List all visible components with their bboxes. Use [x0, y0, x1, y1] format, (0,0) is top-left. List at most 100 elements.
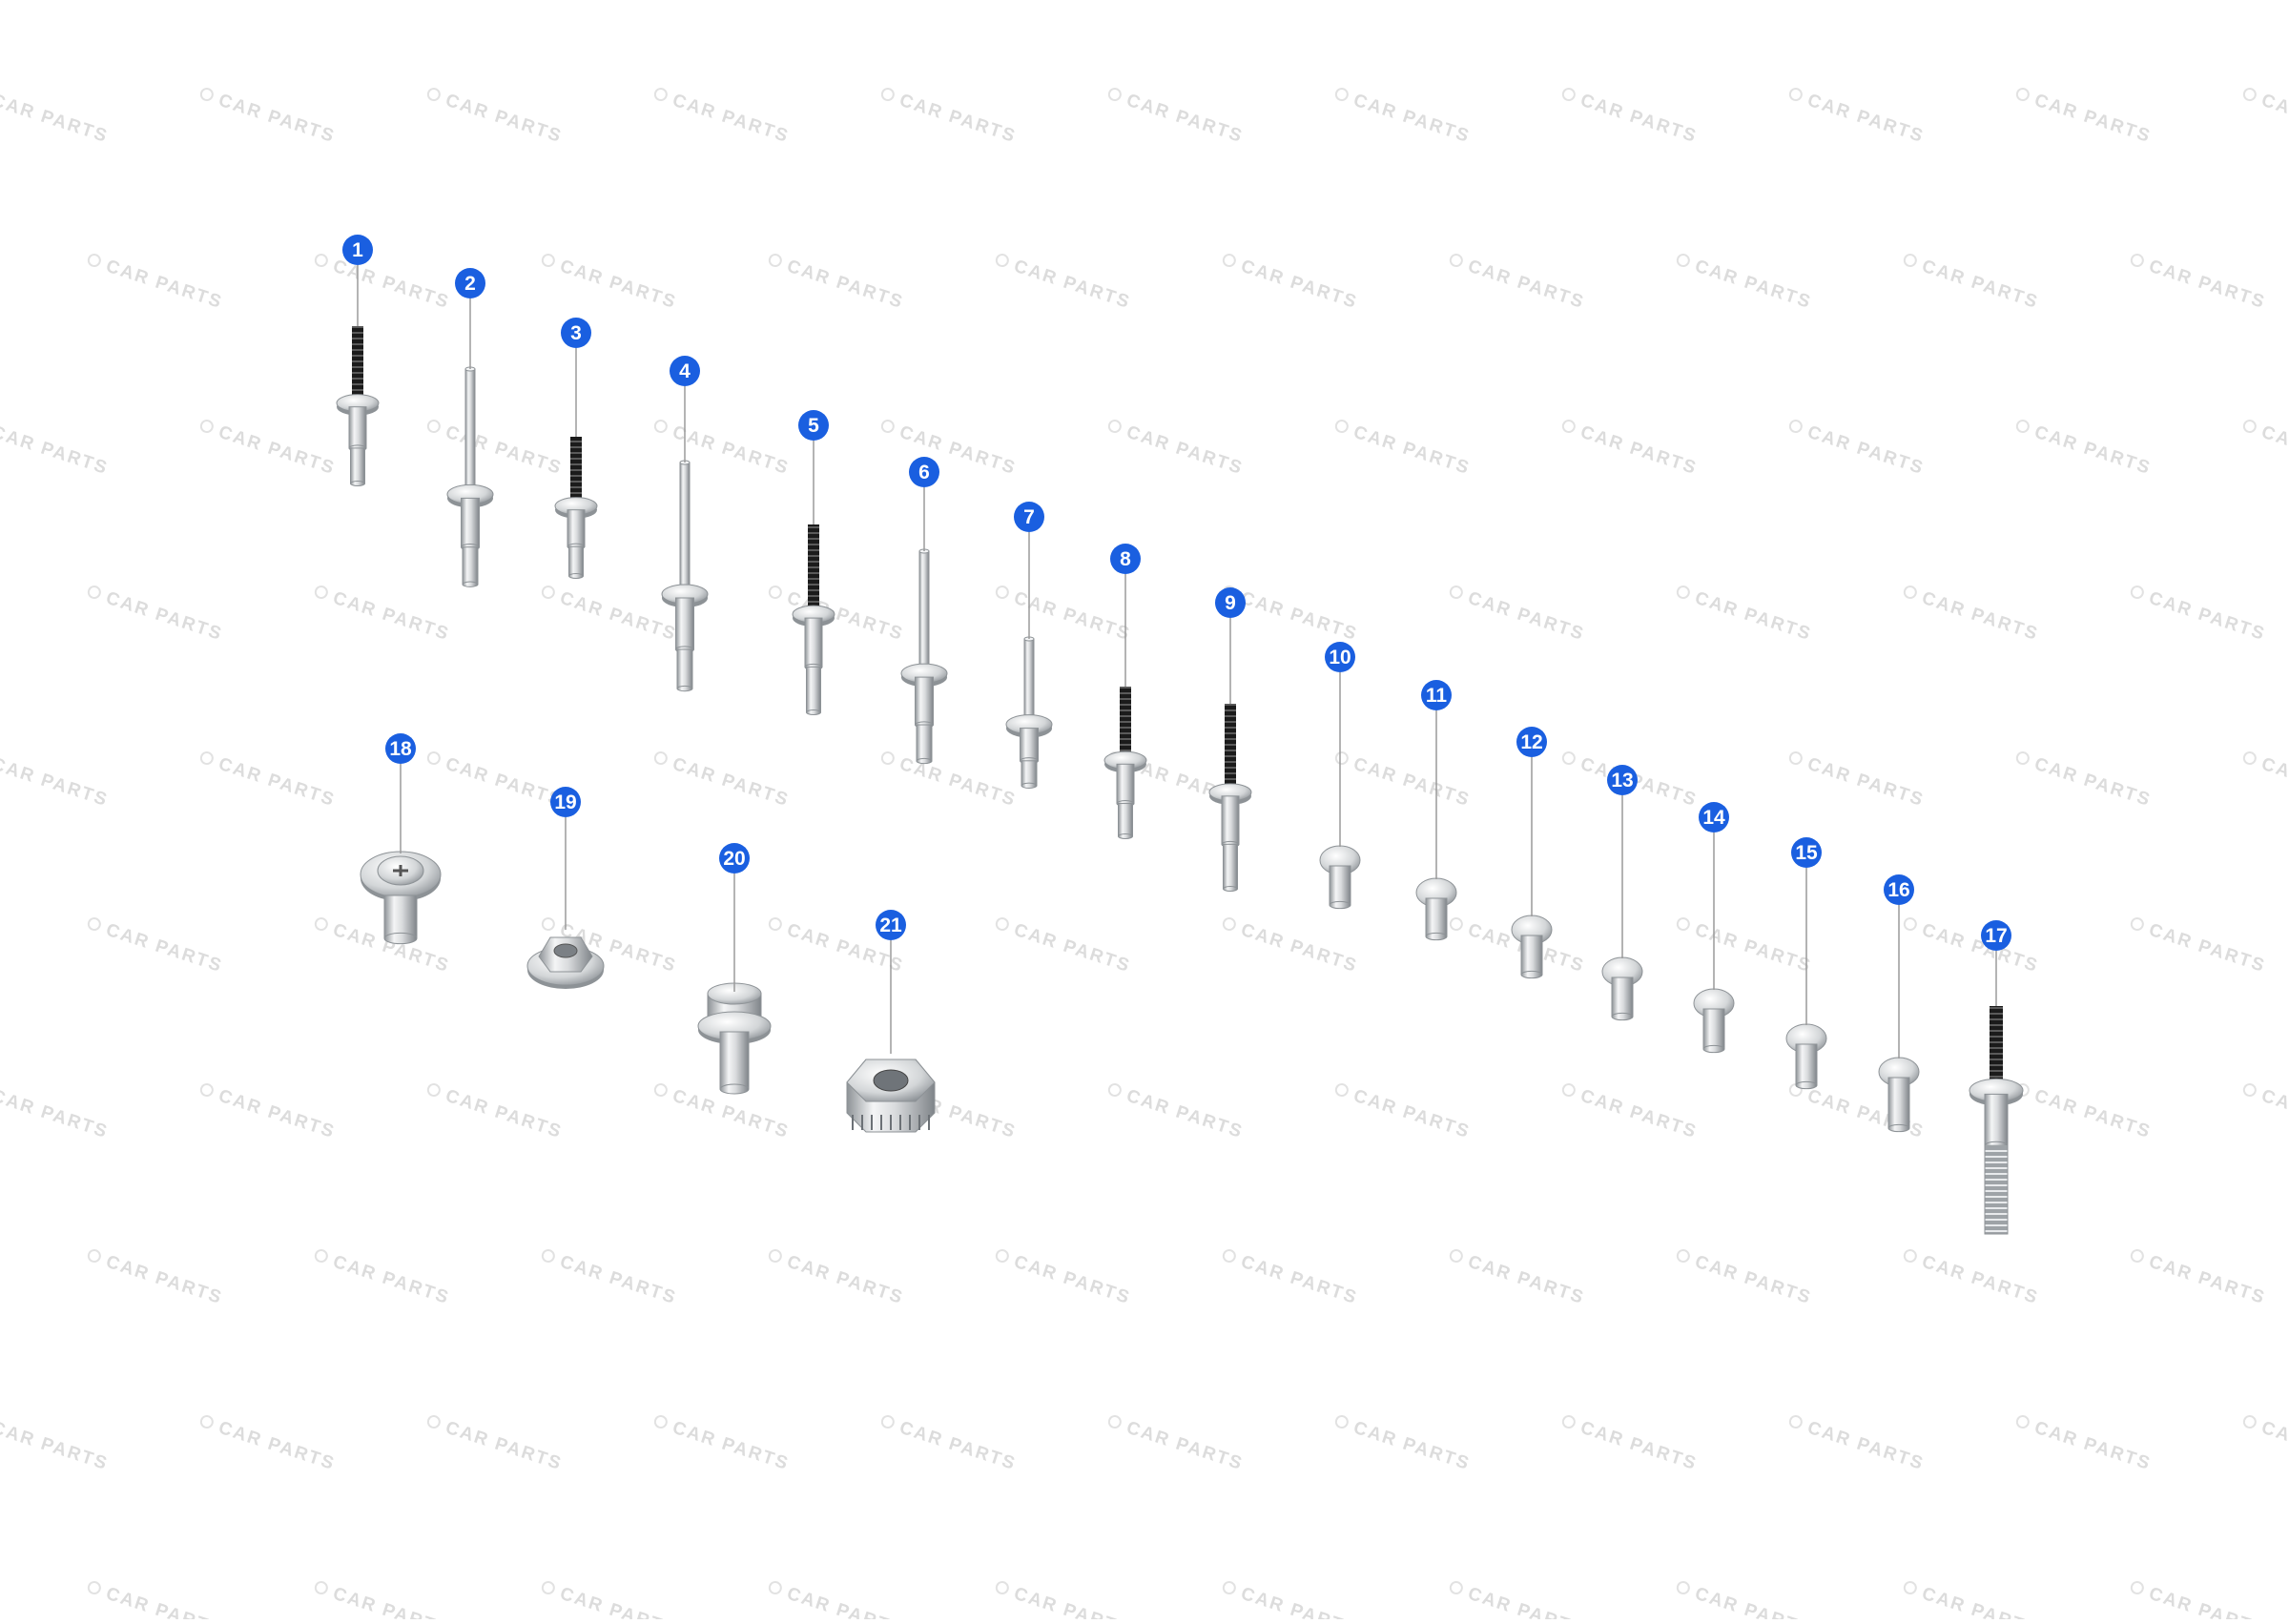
callout-18[interactable]: 18 — [385, 733, 416, 853]
watermark: CAR PARTS — [1903, 586, 2041, 645]
part-11[interactable] — [1415, 877, 1457, 941]
watermark-text: CAR PARTS — [103, 257, 225, 313]
part-21[interactable] — [846, 1059, 936, 1133]
part-14[interactable] — [1693, 988, 1735, 1054]
callout-number: 13 — [1611, 770, 1633, 791]
callout-4[interactable]: 4 — [670, 356, 700, 463]
callout-13[interactable]: 13 — [1607, 765, 1638, 958]
part-6[interactable] — [900, 548, 948, 765]
watermark-text: CAR PARTS — [1578, 754, 1700, 811]
watermark: CAR PARTS — [1334, 751, 1473, 811]
watermark-text: CAR PARTS — [0, 91, 111, 147]
watermark-text: CAR PARTS — [1238, 1584, 1360, 1619]
part-12[interactable] — [1511, 915, 1553, 979]
parts-layer — [336, 326, 2024, 1235]
part-1[interactable] — [336, 326, 380, 486]
watermark-text: CAR PARTS — [1011, 1584, 1133, 1619]
callout-number: 21 — [879, 915, 902, 936]
callout-20[interactable]: 20 — [719, 843, 750, 992]
part-19[interactable] — [526, 936, 605, 989]
watermark: CAR PARTS — [1561, 88, 1700, 147]
watermark: CAR PARTS — [314, 586, 452, 645]
threaded-stem — [570, 437, 582, 499]
callout-number: 19 — [554, 791, 576, 813]
callout-number: 15 — [1795, 842, 1818, 864]
callout-3[interactable]: 3 — [561, 318, 591, 437]
watermark-text: CAR PARTS — [2258, 1086, 2289, 1142]
watermark: CAR PARTS — [1561, 1415, 1700, 1474]
watermark-text: CAR PARTS — [1804, 422, 1927, 479]
watermark: CAR PARTS — [2015, 751, 2154, 811]
watermark: CAR PARTS — [87, 917, 225, 976]
part-7[interactable] — [1005, 636, 1053, 789]
callout-12[interactable]: 12 — [1516, 727, 1547, 916]
part-5[interactable] — [792, 524, 835, 715]
callout-14[interactable]: 14 — [1699, 802, 1729, 990]
watermark: CAR PARTS — [1222, 254, 1360, 313]
callout-badge — [1884, 874, 1914, 905]
part-17[interactable] — [1969, 1006, 2024, 1235]
part-18[interactable] — [360, 851, 442, 945]
watermark: CAR PARTS — [541, 586, 679, 645]
callout-9[interactable]: 9 — [1215, 587, 1246, 704]
watermark: CAR PARTS — [1334, 1415, 1473, 1474]
callout-16[interactable]: 16 — [1884, 874, 1914, 1059]
callout-number: 8 — [1120, 548, 1131, 570]
watermark-text: CAR PARTS — [2146, 257, 2268, 313]
watermark-text: CAR PARTS — [216, 754, 338, 811]
watermark: CAR PARTS — [1449, 1249, 1587, 1308]
part-9[interactable] — [1208, 704, 1252, 892]
part-8[interactable] — [1103, 687, 1147, 839]
part-2[interactable] — [446, 366, 494, 587]
watermark-text: CAR PARTS — [330, 1584, 452, 1619]
callout-2[interactable]: 2 — [455, 268, 485, 369]
watermark-text: CAR PARTS — [443, 1086, 565, 1142]
watermark: CAR PARTS — [2130, 1581, 2268, 1624]
callout-11[interactable]: 11 — [1421, 680, 1452, 879]
callout-8[interactable]: 8 — [1110, 544, 1141, 687]
callout-15[interactable]: 15 — [1791, 837, 1822, 1025]
watermark: CAR PARTS — [768, 586, 906, 645]
callout-10[interactable]: 10 — [1325, 642, 1355, 847]
watermark: CAR PARTS — [199, 751, 338, 811]
callout-21[interactable]: 21 — [876, 910, 906, 1054]
part-4[interactable] — [661, 460, 709, 692]
watermark: CAR PARTS — [1676, 586, 1814, 645]
callout-1[interactable]: 1 — [342, 235, 373, 326]
watermark: CAR PARTS — [1107, 1415, 1246, 1474]
part-20[interactable] — [697, 982, 772, 1095]
watermark: CAR PARTS — [1334, 88, 1473, 147]
watermark: CAR PARTS — [2130, 586, 2268, 645]
callout-badge — [561, 318, 591, 348]
watermark: CAR PARTS — [2242, 1083, 2289, 1142]
watermark: CAR PARTS — [1222, 1249, 1360, 1308]
callout-19[interactable]: 19 — [550, 787, 581, 930]
watermark: CAR PARTS — [653, 88, 792, 147]
part-3[interactable] — [554, 437, 598, 579]
part-10[interactable] — [1319, 845, 1361, 910]
callout-badge — [1516, 727, 1547, 757]
callout-6[interactable]: 6 — [909, 457, 939, 551]
part-13[interactable] — [1601, 956, 1643, 1021]
watermark-text: CAR PARTS — [1804, 1418, 1927, 1474]
watermark-text: CAR PARTS — [0, 1086, 111, 1142]
part-16[interactable] — [1878, 1057, 1920, 1133]
watermark-text: CAR PARTS — [330, 588, 452, 645]
threaded-stem — [1225, 704, 1236, 785]
callout-7[interactable]: 7 — [1014, 502, 1044, 639]
watermark: CAR PARTS — [653, 420, 792, 479]
watermark-text: CAR PARTS — [443, 422, 565, 479]
callout-5[interactable]: 5 — [798, 410, 829, 524]
callout-17[interactable]: 17 — [1981, 920, 2011, 1006]
watermark-text: CAR PARTS — [1578, 1418, 1700, 1474]
lower-thread — [1984, 1144, 2009, 1235]
watermark: CAR PARTS — [1788, 420, 1927, 479]
part-15[interactable] — [1785, 1023, 1827, 1090]
watermark: CAR PARTS — [1788, 1415, 1927, 1474]
watermark-text: CAR PARTS — [1804, 91, 1927, 147]
watermark: CAR PARTS — [541, 254, 679, 313]
watermark: CAR PARTS — [2242, 420, 2289, 479]
watermark-text: CAR PARTS — [2031, 1086, 2154, 1142]
watermark-text: CAR PARTS — [1692, 1584, 1814, 1619]
callout-badge — [719, 843, 750, 874]
